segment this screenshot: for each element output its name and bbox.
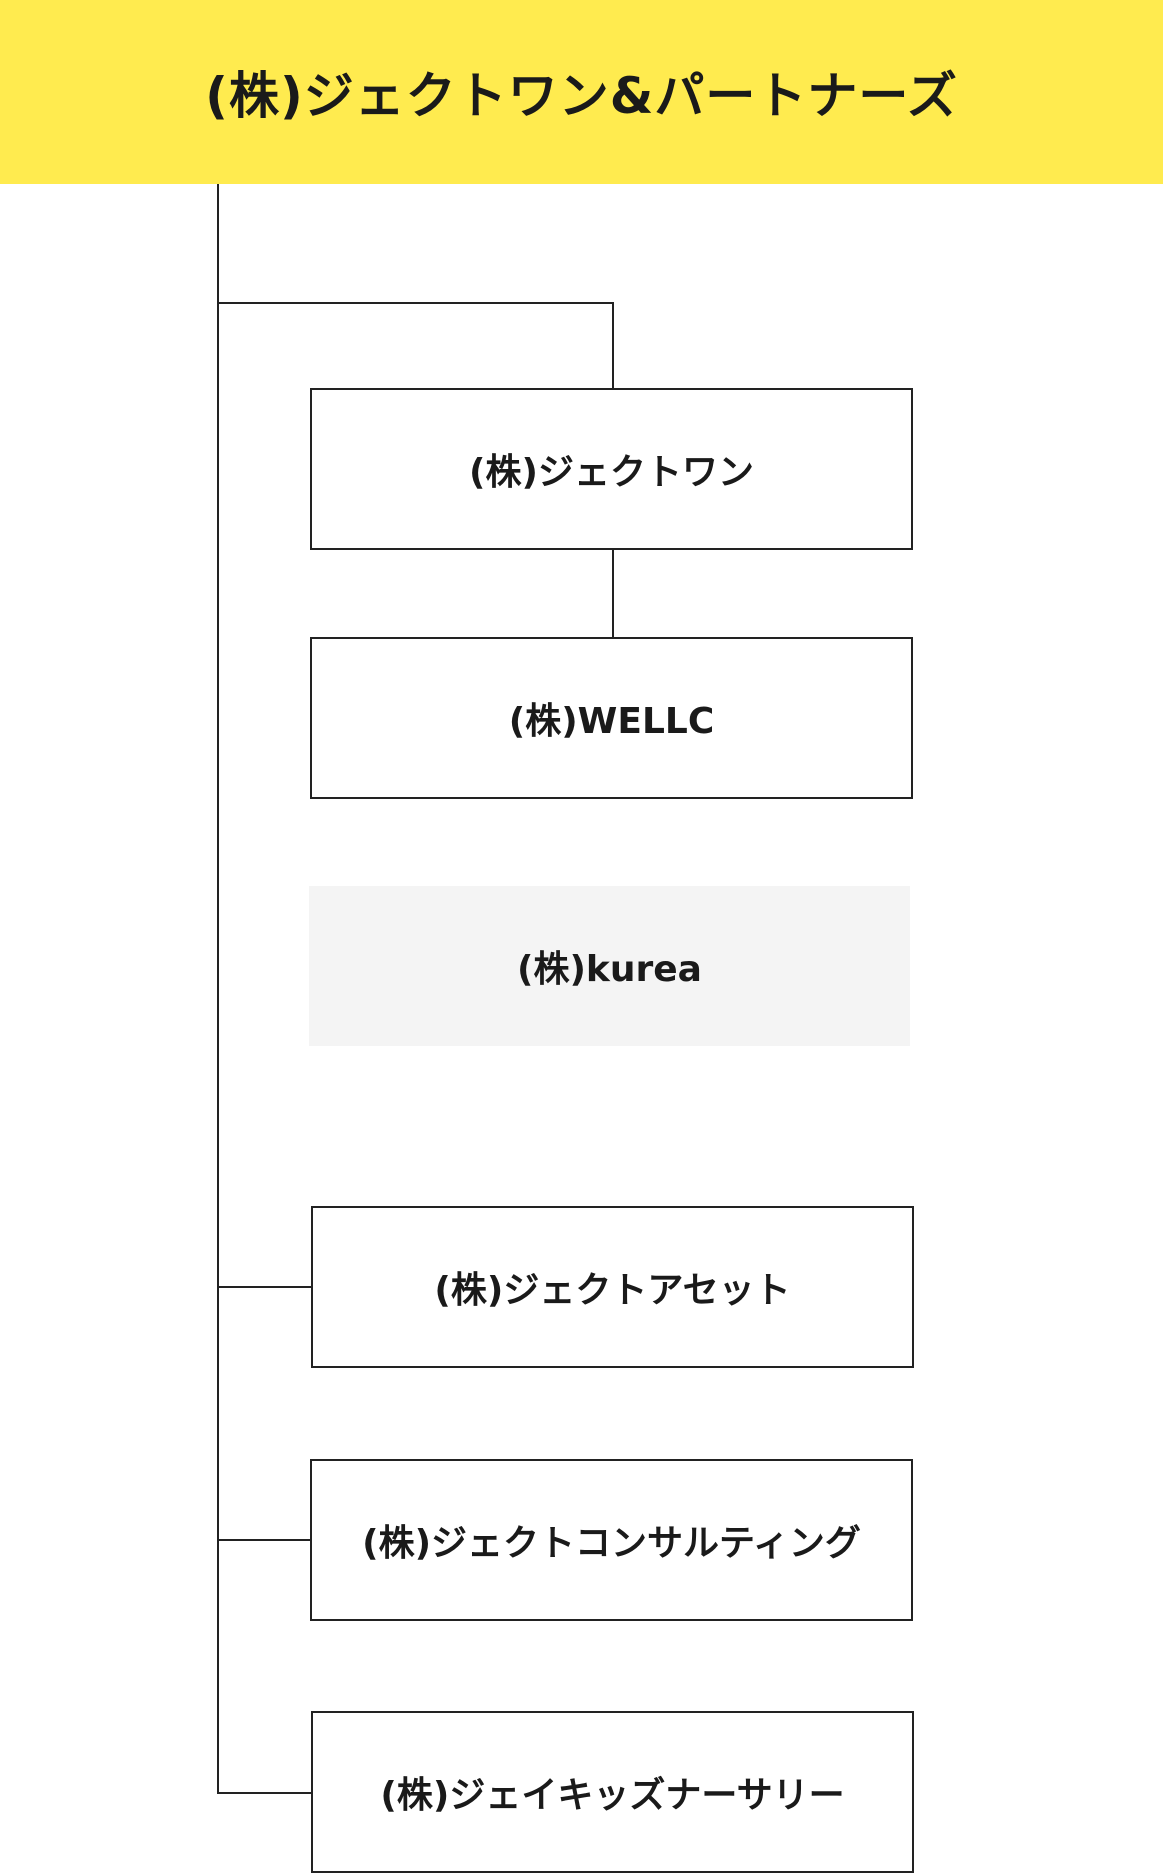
company-box-j-kids-nursery: (株)ジェイキッズナーサリー	[311, 1711, 914, 1873]
branch-line-ject-asset	[219, 1286, 312, 1288]
company-name-ject-consulting: (株)ジェクトコンサルティング	[362, 1523, 861, 1564]
root-company-header: (株)ジェクトワン&パートナーズ	[0, 0, 1163, 184]
company-box-ject-asset: (株)ジェクトアセット	[311, 1206, 914, 1368]
company-name-kurea: (株)kurea	[517, 949, 702, 990]
connector-ject-one-wellc	[612, 550, 614, 638]
company-box-ject-consulting: (株)ジェクトコンサルティング	[310, 1459, 913, 1621]
company-name-ject-one: (株)ジェクトワン	[469, 452, 754, 493]
company-name-ject-asset: (株)ジェクトアセット	[434, 1270, 791, 1311]
branch-line-horizontal-top	[219, 302, 614, 304]
root-company-name: (株)ジェクトワン&パートナーズ	[205, 67, 958, 125]
company-name-j-kids-nursery: (株)ジェイキッズナーサリー	[380, 1775, 845, 1816]
company-box-kurea: (株)kurea	[309, 886, 910, 1046]
main-trunk-line	[217, 184, 219, 1794]
branch-line-vertical-top	[612, 302, 614, 388]
company-box-ject-one: (株)ジェクトワン	[310, 388, 913, 550]
branch-line-j-kids-nursery	[219, 1792, 312, 1794]
branch-line-ject-consulting	[219, 1539, 311, 1541]
company-box-wellc: (株)WELLC	[310, 637, 913, 799]
company-name-wellc: (株)WELLC	[508, 701, 715, 742]
